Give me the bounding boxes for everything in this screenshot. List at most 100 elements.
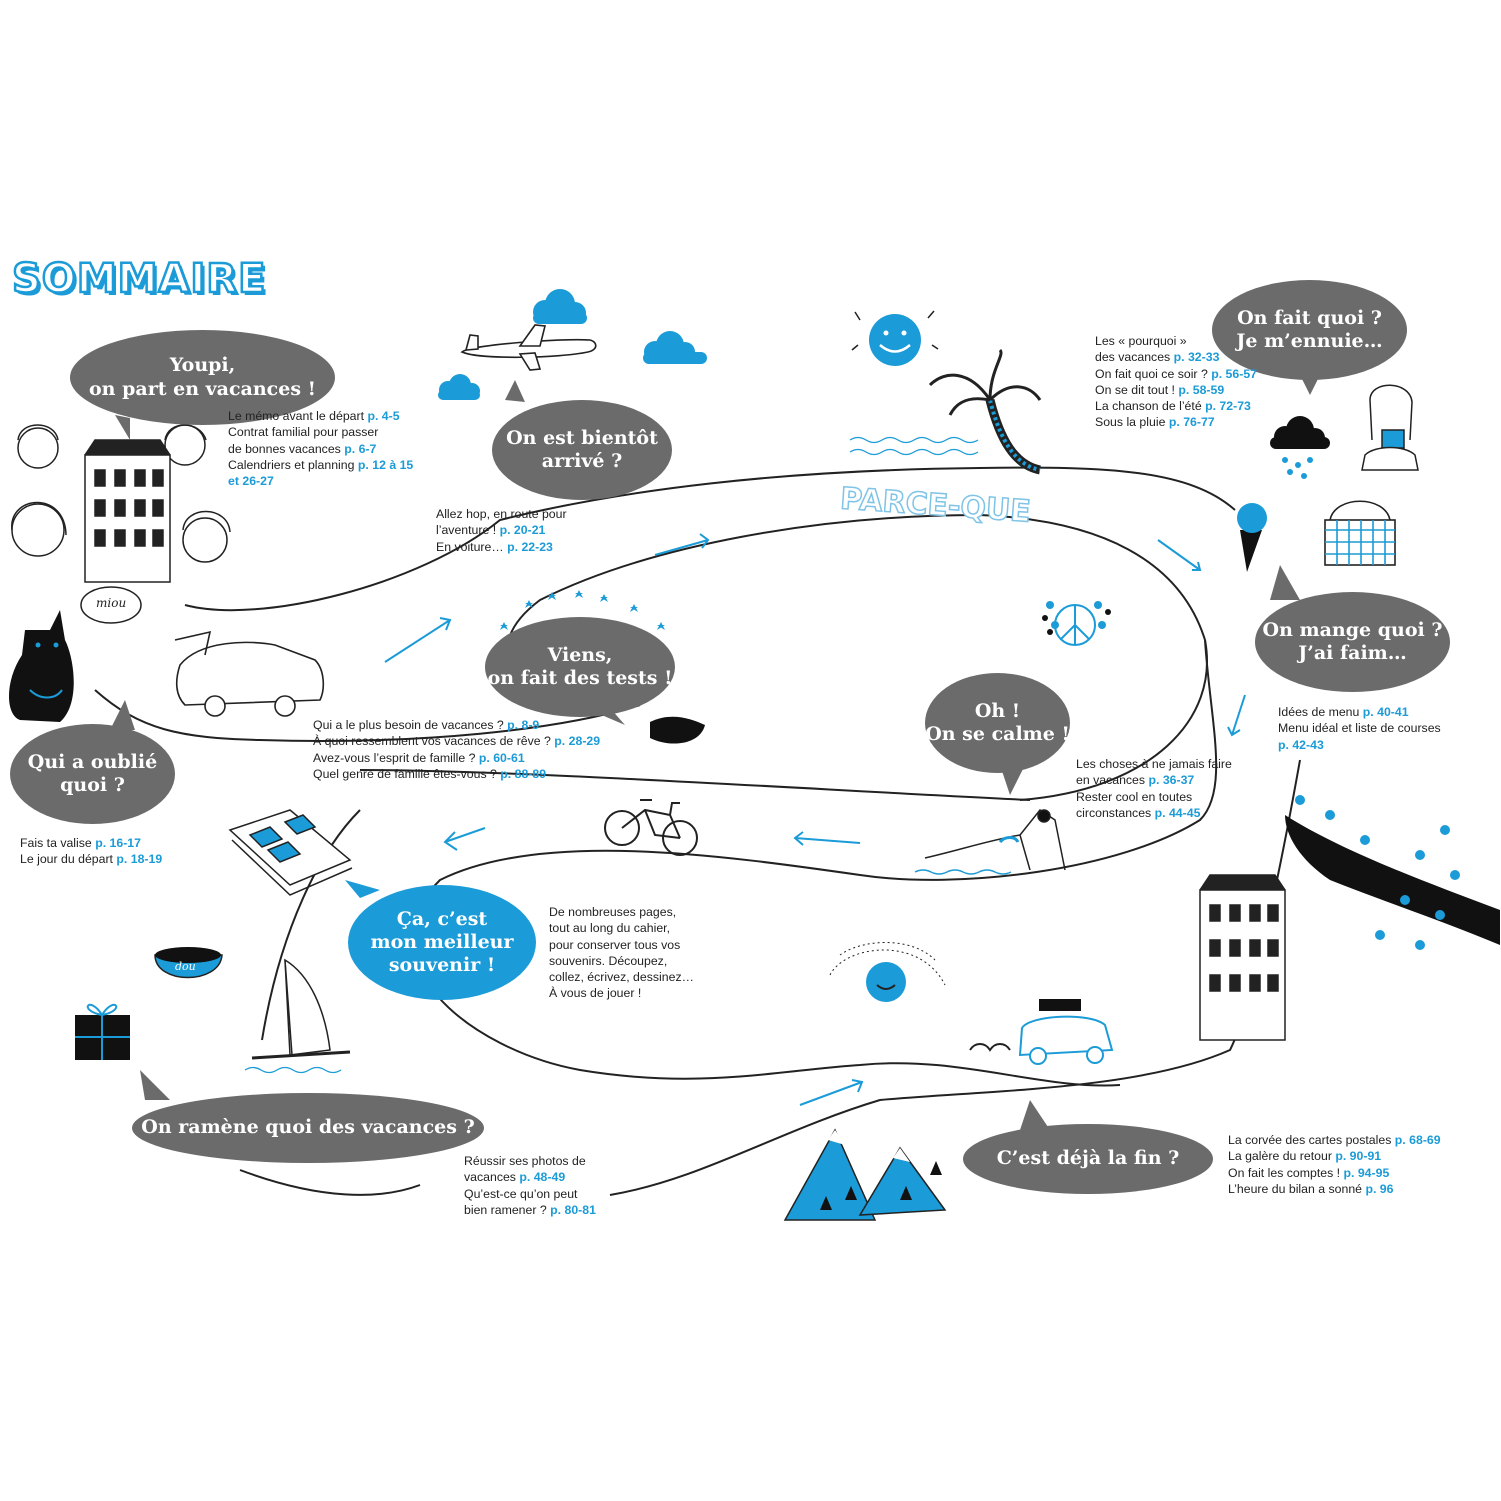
cat-speech: miou xyxy=(96,596,127,610)
toc-entry-text: Le mémo avant le départ xyxy=(228,409,368,423)
toc-entry: collez, écrivez, dessinez… xyxy=(549,969,694,985)
bored-person-icon xyxy=(1361,384,1419,471)
bubble-calme: Oh ! On se calme ! xyxy=(925,673,1070,773)
sunbather-icon xyxy=(914,808,1066,875)
toc-entry-text: Rester cool en toutes xyxy=(1076,789,1193,804)
family-faces-icon xyxy=(11,424,231,563)
toc-entry-text: Calendriers et planning xyxy=(228,457,358,472)
toc-entry-text: en vacances xyxy=(1076,773,1149,788)
toc-entry: p. 42-43 xyxy=(1278,737,1441,753)
cloud-icon xyxy=(438,374,480,400)
toc-page-ref: p. 28-29 xyxy=(554,734,601,749)
toc-entry-text: Allez hop, en route pour xyxy=(436,507,567,521)
toc-entry-text: Sous la pluie xyxy=(1095,415,1169,430)
airplane-icon xyxy=(460,324,597,371)
toc-entry-text: Les choses à ne jamais faire xyxy=(1076,757,1232,771)
toc-entry: vacances p. 48-49 xyxy=(464,1169,596,1185)
toc-entry: Qu’est-ce qu’on peut xyxy=(464,1186,596,1202)
toc-entry: Calendriers et planning p. 12 à 15 xyxy=(228,457,413,473)
toc-entry-text: Avez-vous l’esprit de famille ? xyxy=(313,750,479,765)
toc-entry-text: L’heure du bilan a sonné xyxy=(1228,1181,1366,1196)
road-arrow xyxy=(793,831,861,846)
toc-entry-text: Fais ta valise xyxy=(20,836,96,850)
toc-entry: De nombreuses pages, xyxy=(549,904,694,920)
bubble-line: arrivé ? xyxy=(541,450,623,472)
mountains-icon xyxy=(783,1128,947,1221)
toc-page-ref: p. 6-7 xyxy=(344,441,377,456)
toc-page-ref: p. 58-59 xyxy=(1178,382,1225,397)
toc-page-ref: p. 4-5 xyxy=(367,409,400,423)
toc-entry-text: Menu idéal et liste de courses xyxy=(1278,721,1441,736)
toc-page-ref: p. 96 xyxy=(1365,1181,1394,1196)
bubble-faitquoi: On fait quoi ? Je m’ennuie… xyxy=(1212,280,1407,380)
toc-entry: En voiture… p. 22-23 xyxy=(436,539,567,555)
toc-entry-text: Quel genre de famille êtes-vous ? xyxy=(313,766,501,781)
toc-page-ref: p. 56-57 xyxy=(1211,366,1257,381)
toc-entry-text: On se dit tout ! xyxy=(1095,382,1179,397)
toc-entry: des vacances p. 32-33 xyxy=(1095,349,1257,365)
road-line xyxy=(609,759,1301,1196)
toc-entry: Idées de menu p. 40-41 xyxy=(1278,704,1441,720)
toc-entry: Les choses à ne jamais faire xyxy=(1076,756,1232,772)
toc-entry-text: On fait quoi ce soir ? xyxy=(1095,366,1212,381)
toc-souvenir: De nombreuses pages,tout au long du cahi… xyxy=(549,904,694,1002)
bubble-bientot: On est bientôt arrivé ? xyxy=(492,400,672,500)
page-title: SOMMAIRE xyxy=(11,255,267,304)
toc-entry: À quoi ressemblent vos vacances de rêve … xyxy=(313,733,600,749)
toc-entry: Avez-vous l’esprit de famille ? p. 60-61 xyxy=(313,750,600,766)
toc-entry-text: Les « pourquoi » xyxy=(1095,334,1187,348)
toc-entry-text: Réussir ses photos de xyxy=(464,1154,586,1168)
road-arrow xyxy=(384,617,452,663)
toc-page-ref: p. 94-95 xyxy=(1343,1165,1390,1180)
toc-entry: Contrat familial pour passer xyxy=(228,424,413,440)
toc-entry-text: La galère du retour xyxy=(1228,1149,1336,1164)
toc-entry: Réussir ses photos de xyxy=(464,1153,596,1169)
bubble-fin: C’est déjà la fin ? xyxy=(963,1124,1213,1194)
car-icon xyxy=(174,630,325,717)
road-arrow xyxy=(799,1079,864,1106)
toc-entry-text: On fait les comptes ! xyxy=(1228,1165,1344,1180)
toc-entry-text: À quoi ressemblent vos vacances de rêve … xyxy=(313,734,555,749)
bubble-line: Je m’ennuie… xyxy=(1236,330,1383,352)
road-line xyxy=(94,689,641,742)
bubble-line: Viens, xyxy=(547,643,613,666)
toc-page-ref: p. 72-73 xyxy=(1205,399,1251,414)
tree-branch-icon xyxy=(1285,795,1500,950)
bubble-oublie: Qui a oublié quoi ? xyxy=(10,724,175,824)
rain-cloud-icon xyxy=(1270,416,1330,479)
bubble-line: On se calme ! xyxy=(925,723,1070,745)
toc-entry-text: de bonnes vacances xyxy=(228,441,345,456)
picnic-basket-icon xyxy=(1324,500,1396,566)
toc-entry: On fait les comptes ! p. 94-95 xyxy=(1228,1165,1441,1181)
toc-page-ref: p. 48-49 xyxy=(519,1170,566,1185)
toc-entry: circonstances p. 44-45 xyxy=(1076,805,1232,821)
bubble-line: souvenir ! xyxy=(388,954,496,977)
apartment-building-icon xyxy=(1199,874,1286,1041)
toc-page-ref: p. 20-21 xyxy=(499,523,546,538)
toc-page-ref: p. 16-17 xyxy=(95,836,141,850)
road-arrow xyxy=(1227,694,1246,737)
toc-entry: de bonnes vacances p. 6-7 xyxy=(228,441,413,457)
road-arrow xyxy=(654,533,710,556)
gift-icon xyxy=(75,1004,130,1060)
road-line xyxy=(184,466,1236,612)
toc-entry: et 26-27 xyxy=(228,473,413,489)
toc-entry-text: bien ramener ? xyxy=(464,1202,551,1217)
toc-entry: Le jour du départ p. 18-19 xyxy=(20,851,162,867)
bowl-label: dou xyxy=(175,960,196,973)
toc-entry: pour conserver tous vos xyxy=(549,937,694,953)
toc-entry-text: De nombreuses pages, xyxy=(549,905,677,919)
road-line xyxy=(359,769,1031,801)
toc-page-ref: p. 8-9 xyxy=(507,718,540,732)
peace-sign-icon xyxy=(1042,601,1111,646)
toc-entry: L’heure du bilan a sonné p. 96 xyxy=(1228,1181,1441,1197)
bicycle-icon xyxy=(604,799,698,856)
blue-car-icon xyxy=(969,999,1114,1065)
toc-page-ref: p. 90-91 xyxy=(1335,1149,1382,1164)
toc-entry-text: À vous de jouer ! xyxy=(549,986,642,1001)
toc-page-ref: p. 36-37 xyxy=(1148,773,1195,788)
bubble-line: Qui a oublié xyxy=(27,750,158,773)
